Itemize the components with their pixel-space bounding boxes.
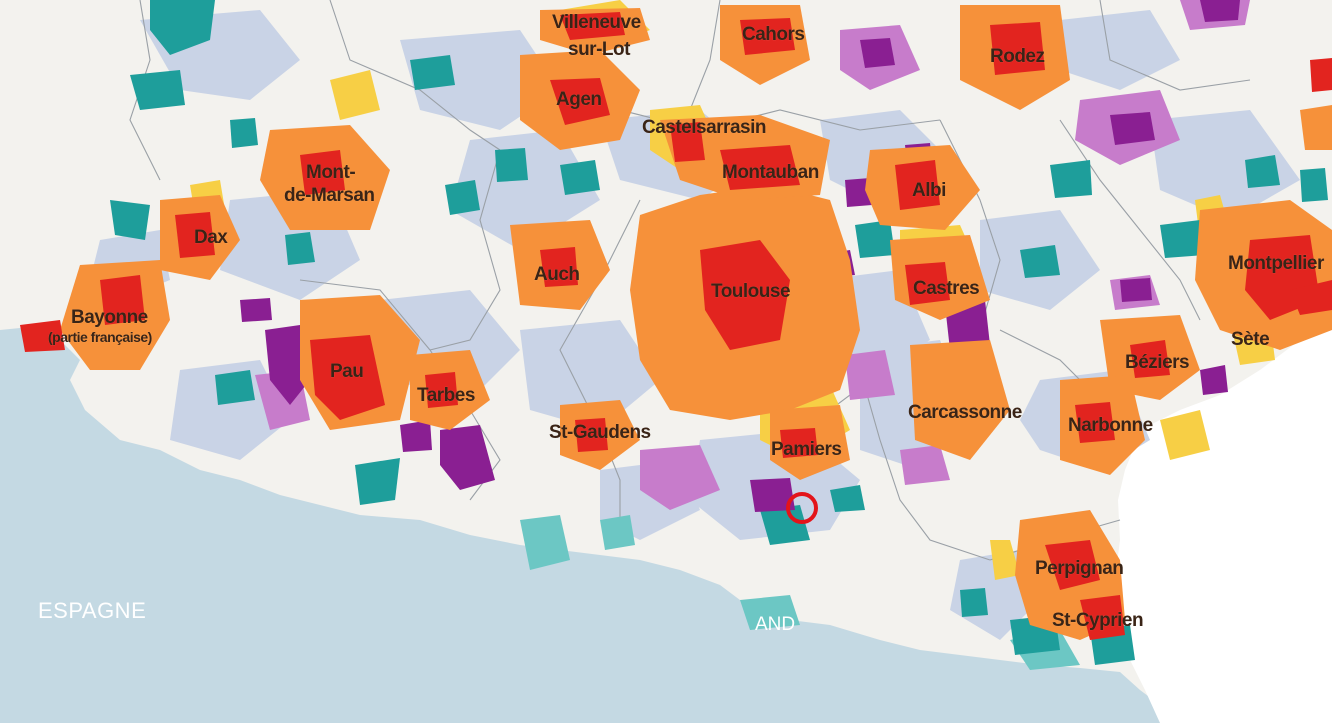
label-narbonne: Narbonne [1068,415,1153,436]
label-mont-marsan-line1: Mont- [306,162,355,183]
label-bayonne-line2: (partie française) [48,329,152,345]
label-tarbes: Tarbes [417,385,475,406]
label-toulouse: Toulouse [711,281,790,302]
red-zones [20,12,1332,640]
label-perpignan: Perpignan [1035,558,1123,579]
label-dax: Dax [194,227,228,248]
label-montauban: Montauban [722,162,819,183]
label-auch: Auch [534,264,580,285]
label-rodez: Rodez [990,46,1045,67]
label-castres: Castres [913,278,979,299]
label-cahors: Cahors [742,24,804,45]
zone-carcassonne [910,340,1010,460]
label-albi: Albi [912,180,946,201]
label-montpellier: Montpellier [1228,253,1325,274]
label-st-gaudens: St-Gaudens [549,422,651,443]
label-mont-marsan-line2: de-Marsan [284,185,375,206]
label-castelsarrasin: Castelsarrasin [642,117,766,138]
label-beziers: Béziers [1125,352,1189,373]
label-villeneuve-line1: Villeneuve [552,12,641,33]
mediterranean-sea [1115,310,1332,723]
label-sete: Sète [1231,329,1269,350]
label-andorra: AND [755,614,795,635]
label-villeneuve-line2: sur-Lot [568,39,631,60]
label-agen: Agen [556,89,602,110]
label-pamiers: Pamiers [771,439,841,460]
label-carcassonne: Carcassonne [908,402,1022,423]
teal-zones [110,0,1328,665]
location-marker [786,492,818,524]
label-st-cyprien: St-Cyprien [1052,610,1143,631]
zone-ne-edge [1300,105,1332,150]
label-spain: ESPAGNE [38,598,146,623]
spain-area [0,328,1170,723]
label-bayonne-line1: Bayonne [71,307,148,328]
label-pau: Pau [330,361,363,382]
